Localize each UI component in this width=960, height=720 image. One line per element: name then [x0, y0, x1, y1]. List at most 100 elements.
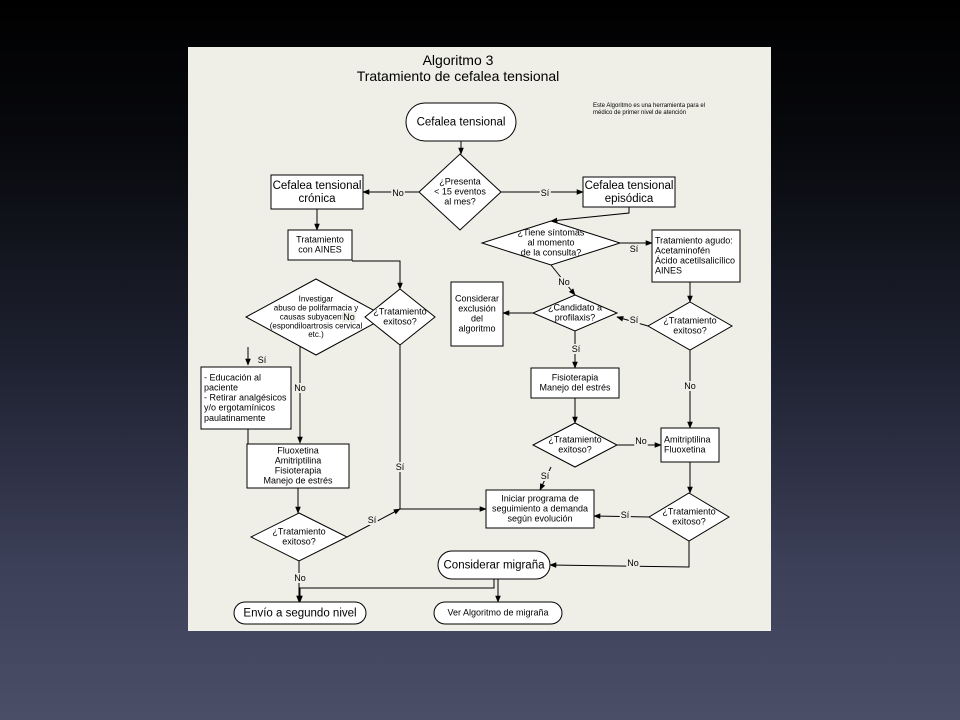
node-d_sintomas-line: de la consulta?	[521, 248, 582, 258]
edge-label-d_exito1-to-seguimiento: Sí	[396, 462, 405, 472]
node-episodica-box	[582, 176, 676, 208]
edge-label-bg	[634, 436, 648, 446]
node-envio: Envío a segundo nivel	[233, 601, 367, 625]
usage-note: Este Algoritmo es una herramienta para e…	[593, 103, 705, 116]
node-migrana-line: Considerar migraña	[444, 559, 546, 571]
edge-label-d_exito4-to-seguimiento: Sí	[541, 471, 550, 481]
edge-label-d_exito3-to-envio: No	[294, 573, 306, 583]
edge-label-d_sintomas-to-d_profilaxis: No	[558, 277, 570, 287]
node-considerar-line: exclusión	[458, 304, 496, 314]
edge-label-bg	[293, 573, 307, 583]
node-envio-line: Envío a segundo nivel	[243, 607, 356, 619]
edge-label-bg	[619, 510, 631, 520]
edge-label-d_exito2-to-amitrip: No	[684, 381, 696, 391]
connector-episodica-to-d_sintomas	[550, 207, 630, 224]
node-tx_agudo-line: Acetaminofén	[655, 246, 710, 256]
edge-label-bg	[394, 462, 406, 472]
node-d_exito4-decision	[531, 422, 619, 468]
node-d_exito5-line: ¿Tratamiento	[662, 507, 715, 517]
node-fisio-line: Fisioterapia	[552, 373, 599, 383]
node-fluox-box	[246, 443, 350, 489]
edge-label-bg	[366, 515, 378, 525]
node-investigar-line: causas subyacentes	[280, 312, 353, 321]
edge-label-bg	[683, 381, 697, 391]
node-fisio-line: Manejo del estrés	[539, 383, 611, 393]
edge-label-bg	[557, 277, 571, 287]
edge-label-bg	[570, 344, 582, 354]
node-cronica-box	[270, 174, 364, 210]
node-fluox-line: Amitriptilina	[275, 456, 322, 466]
node-d_events-line: ¿Presenta	[439, 177, 481, 187]
node-episodica-line: episódica	[605, 193, 654, 205]
edge-label-d_exito2-to-d_profilaxis: Sí	[630, 315, 639, 325]
node-investigar-decision	[244, 278, 388, 356]
edge-label-d_exito4-to-amitrip: No	[635, 436, 647, 446]
node-d_events-line: < 15 eventos	[434, 187, 486, 197]
node-d_profilaxis-decision	[531, 294, 619, 332]
connector-tx_aines-to-d_exito1	[352, 260, 403, 290]
node-educacion-line: - Retirar analgésicos	[204, 393, 287, 403]
node-tx_agudo-line: AINES	[655, 266, 682, 276]
node-investigar-line: Investigar	[299, 294, 334, 303]
node-seguimiento-box	[485, 489, 595, 529]
node-d_exito2-decision	[646, 301, 734, 351]
node-cronica-line: crónica	[298, 193, 336, 205]
node-fluox-line: Manejo de estrés	[263, 476, 333, 486]
node-seguimiento-line: según evolución	[507, 514, 572, 524]
edge-label-d_exito3-to-seguimiento: Sí	[368, 515, 377, 525]
node-considerar-box	[450, 281, 504, 347]
edge-label-d_exito1-to-investigar: No	[343, 312, 355, 322]
node-d_exito2-line: exitoso?	[673, 326, 707, 336]
edge-label-bg	[628, 315, 640, 325]
node-d_exito3-line: ¿Tratamiento	[272, 527, 325, 537]
node-educacion-line: y/o ergotamínicos	[204, 403, 276, 413]
node-start: Cefalea tensional	[405, 102, 517, 142]
node-educacion-box	[200, 366, 292, 430]
node-tx_aines-line: Tratamiento	[296, 235, 344, 245]
node-tx_agudo-line: Tratamiento agudo:	[655, 235, 733, 245]
edge-label-d_profilaxis-to-fisio: Sí	[572, 344, 581, 354]
node-considerar-line: algoritmo	[458, 324, 495, 334]
note-line: Este Algoritmo es una herramienta para e…	[593, 103, 705, 109]
node-considerar-line: Considerar	[455, 293, 499, 303]
node-tx_agudo-line: Ácido acetilsalicílico	[655, 256, 735, 266]
node-d_events-line: al mes?	[444, 197, 476, 207]
node-d_exito1-decision	[364, 288, 436, 346]
edge-label-d_exito5-to-seguimiento: Sí	[621, 510, 630, 520]
node-tx_aines-box	[287, 229, 353, 261]
node-amitrip-line: Amitriptilina	[664, 435, 711, 445]
note-line: médico de primer nivel de atención	[593, 110, 686, 116]
connector-migrana-to-envio	[297, 579, 495, 603]
node-d_exito5-line: exitoso?	[672, 517, 706, 527]
node-envio-terminator	[233, 601, 367, 625]
node-cronica-line: Cefalea tensional	[273, 180, 362, 192]
node-d_exito5-decision	[648, 492, 730, 542]
node-investigar-line: etc.)	[308, 330, 324, 339]
node-d_exito2-line: ¿Tratamiento	[663, 316, 716, 326]
node-d_events-decision	[418, 153, 502, 231]
node-d_profilaxis-line: ¿Candidato a	[548, 303, 602, 313]
node-educacion-line: - Educación al	[204, 372, 261, 382]
node-amitrip-box	[660, 427, 720, 463]
node-tx_aines-line: con AINES	[298, 245, 342, 255]
edge-label-bg	[539, 188, 551, 198]
node-d_exito4-line: ¿Tratamiento	[548, 435, 601, 445]
edge-label-d_events-to-episodica: Sí	[541, 188, 550, 198]
node-investigar-line: (espondiloartrosis cervical	[270, 321, 363, 330]
edge-label-bg	[628, 244, 640, 254]
